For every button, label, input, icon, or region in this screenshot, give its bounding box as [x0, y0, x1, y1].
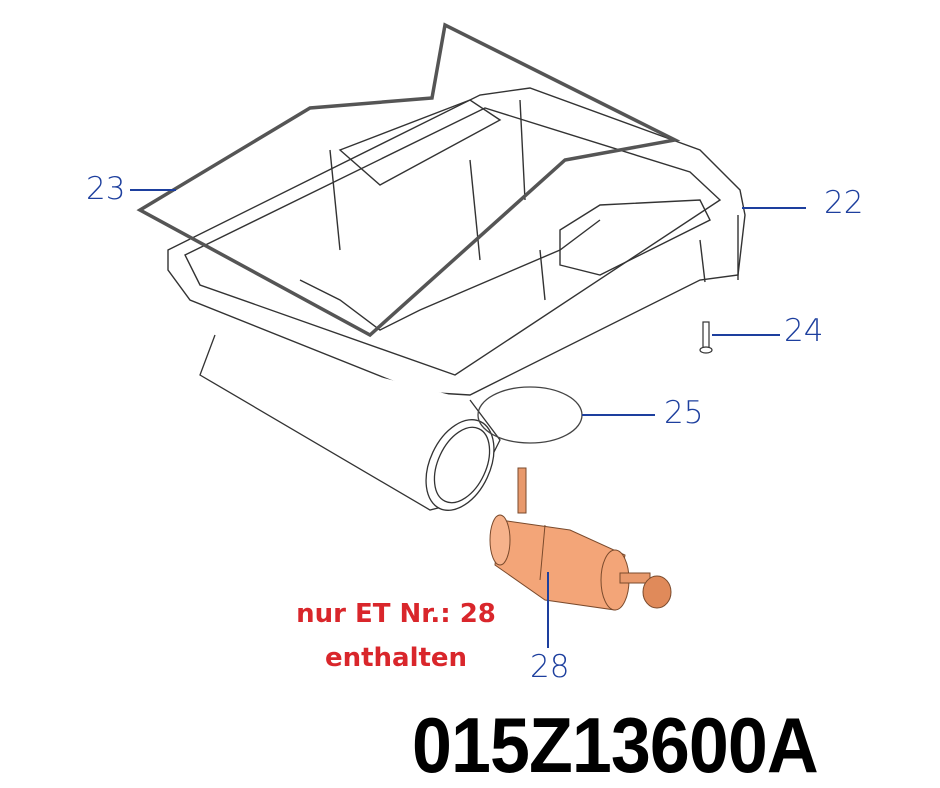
- seal-ring-part-25: [477, 386, 583, 444]
- gasket-part-23: [136, 22, 681, 338]
- note-line-2: enthalten: [324, 643, 468, 673]
- part-number: 015Z13600A: [412, 701, 819, 788]
- callout-22: 22: [824, 185, 864, 221]
- lower-cylinder: [199, 334, 501, 511]
- screw-part-24: [699, 321, 713, 354]
- note-text: nur ET Nr.: 28 enthalten: [266, 592, 526, 680]
- callout-25: 25: [664, 395, 704, 431]
- callout-28: 28: [530, 649, 570, 685]
- leader-lines: [130, 189, 806, 648]
- callout-24: 24: [784, 313, 824, 349]
- housing-part-22: [167, 87, 746, 396]
- callout-23: 23: [86, 171, 126, 207]
- motor-part-28: [489, 467, 672, 611]
- note-line-1: nur ET Nr.: 28: [296, 599, 496, 629]
